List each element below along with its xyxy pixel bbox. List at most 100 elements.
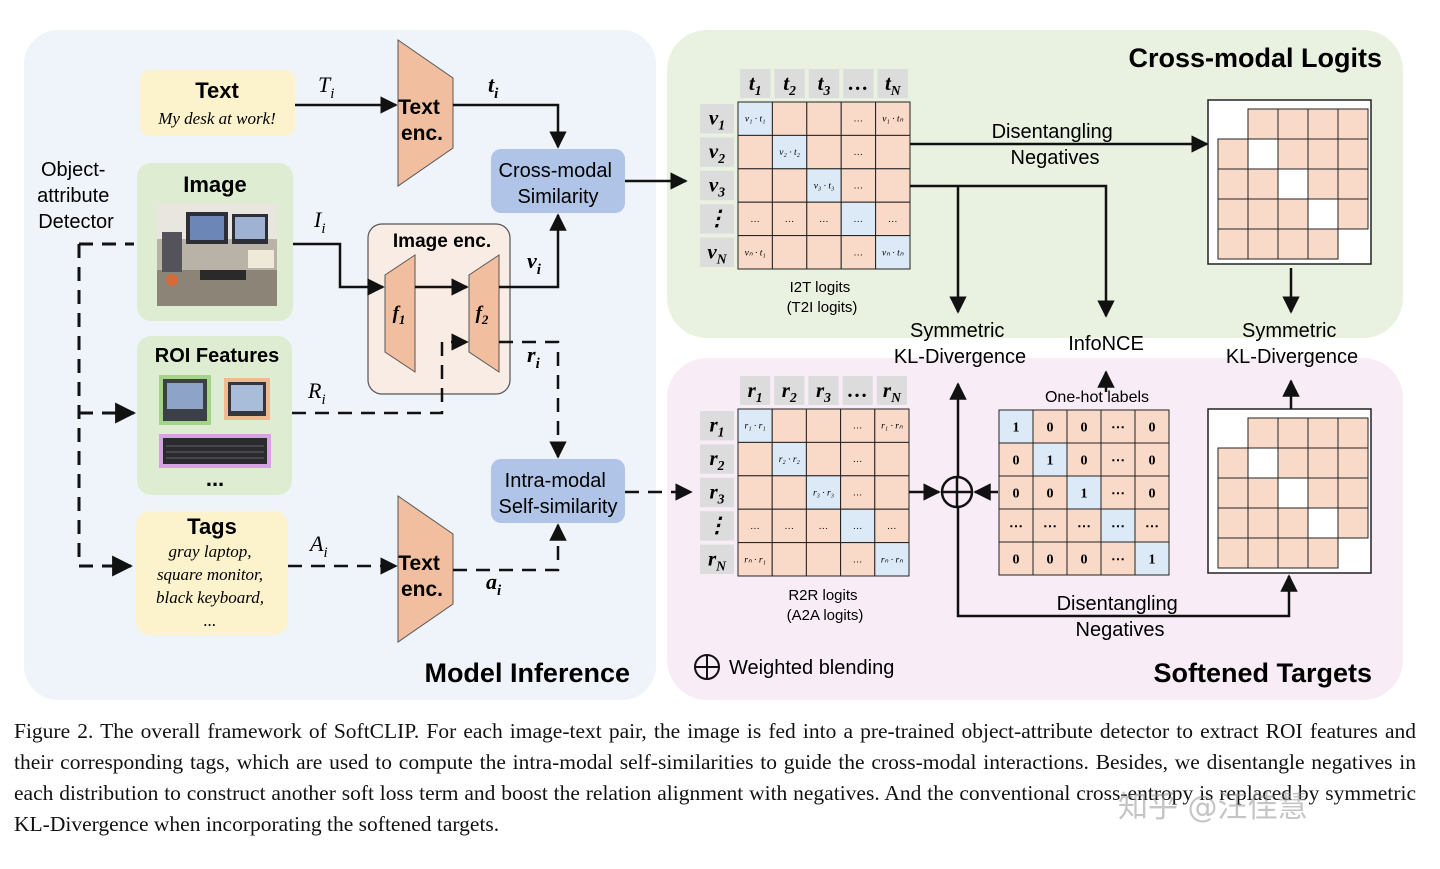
- r2r-row-header: rN: [708, 546, 727, 573]
- r2r-cell: [874, 508, 910, 544]
- i2t-caption: I2T logits (T2I logits): [787, 279, 858, 316]
- figure-caption: Figure 2. The overall framework of SoftC…: [14, 719, 1416, 836]
- disentangled-grid-cell: [1217, 228, 1249, 260]
- r2r-row-header: ⋮: [707, 513, 728, 537]
- roi-crop-keyboard: [159, 434, 271, 468]
- r2r-cell: [771, 408, 807, 443]
- intra-modal-self-similarity-box: [491, 459, 625, 523]
- onehot-cell-value: ⋯: [1145, 520, 1159, 535]
- r2r-col-header: r3: [816, 378, 831, 405]
- onehot-cell-value: 0: [1013, 454, 1020, 469]
- i2t-cell-value: v₂ · t₂: [779, 148, 800, 158]
- tags-box: [136, 511, 288, 635]
- onehot-cell-value: 0: [1013, 487, 1020, 502]
- r2r-cell: [874, 542, 910, 577]
- disentangled-grid-cell: [1337, 198, 1369, 230]
- r2r-cell: [874, 441, 910, 477]
- r2r-col-header-bg: [842, 376, 873, 405]
- i2t-col-header: t3: [818, 71, 831, 98]
- disentangled-grid-cell: [1247, 168, 1279, 200]
- r2r-row-header: r2: [709, 446, 724, 473]
- roi-features-title: ROI Features: [155, 345, 279, 367]
- r2r-cell: [840, 475, 876, 510]
- i2t-cell-value: v₁ · tₙ: [882, 115, 903, 125]
- onehot-cell: [998, 508, 1034, 543]
- disentangled-grid-cell: [1277, 477, 1309, 509]
- i2t-col-header-bg: [877, 69, 908, 98]
- onehot-cell-value: 1: [1013, 421, 1020, 436]
- image-input-title: Image: [183, 172, 247, 197]
- onehot-cell: [1066, 475, 1102, 510]
- r2r-cell: [771, 475, 807, 510]
- disentangling-negatives-top: Disentangling Negatives: [992, 121, 1119, 169]
- onehot-cell-value: 0: [1047, 421, 1054, 436]
- i2t-cell-value: …: [854, 115, 862, 125]
- i2t-cell-value: …: [854, 215, 862, 225]
- i2t-cell: [840, 235, 877, 270]
- right-flow-arrows: [909, 135, 1300, 618]
- disentangled-grid-cell: [1247, 537, 1279, 569]
- i2t-cell: [771, 168, 808, 203]
- disentangled-grid-cell: [1277, 108, 1309, 140]
- i2t-row-header: v1: [709, 106, 725, 133]
- i2t-cell-value: v₁ · t₁: [745, 115, 766, 125]
- r2r-row-header-bg: [700, 544, 734, 574]
- r2r-cell: [737, 441, 773, 477]
- disentangled-grid-cell: [1337, 108, 1369, 140]
- text-input-box: [140, 70, 295, 136]
- i2t-cell: [737, 235, 773, 270]
- onehot-cell-value: ⋯: [1043, 520, 1057, 535]
- i2t-cell: [875, 235, 911, 270]
- a-i-label: ai: [486, 569, 502, 599]
- model-inference-title: Model Inference: [424, 658, 630, 688]
- i2t-cell: [875, 101, 911, 136]
- r2r-cell-value: …: [751, 522, 759, 532]
- disentangled-grid-cell: [1277, 198, 1309, 230]
- oplus-legend-icon: [694, 654, 720, 680]
- r2r-col-header: …: [847, 378, 868, 402]
- onehot-cell: [1134, 508, 1170, 543]
- i2t-cell: [875, 168, 911, 203]
- f2-block: [468, 254, 500, 373]
- i2t-cell: [771, 101, 808, 136]
- onehot-cell: [1134, 442, 1170, 477]
- tags-title: Tags: [187, 514, 237, 539]
- onehot-cell-value: ⋯: [1009, 520, 1023, 535]
- r2r-cell-value: r₃ · r₃: [813, 489, 834, 499]
- r2r-cell-value: …: [853, 455, 861, 465]
- r2r-cell-value: r₁ · rₙ: [881, 422, 903, 432]
- softened-targets-title: Softened Targets: [1153, 658, 1372, 688]
- disentangled-grid-cell: [1217, 447, 1249, 479]
- t-i-label: ti: [488, 72, 499, 102]
- i2t-cell-value: vₙ · t₁: [745, 248, 766, 258]
- roi-ellipsis: ...: [206, 466, 224, 491]
- onehot-cell-value: 0: [1149, 454, 1156, 469]
- onehot-cell-value: ⋯: [1111, 421, 1125, 436]
- r2r-cell: [805, 542, 842, 577]
- onehot-cell: [1066, 409, 1102, 444]
- i2t-cell-value: …: [889, 215, 897, 225]
- i2t-row-header-bg: [700, 137, 734, 167]
- disentangled-grid-cell: [1217, 138, 1249, 170]
- disentangled-grid-cell: [1337, 417, 1369, 449]
- disentangled-targets-grid: [1207, 408, 1372, 574]
- office-desk-photo: [157, 203, 277, 306]
- infonce-label: InfoNCE: [1068, 333, 1144, 355]
- r2r-cell: [805, 408, 842, 443]
- intra-modal-self-similarity-label: Intra-modal Self-similarity: [499, 470, 618, 518]
- onehot-cell-value: 0: [1081, 553, 1088, 568]
- r2r-col-header: r2: [782, 378, 797, 405]
- r2r-cell: [771, 508, 807, 544]
- r2r-cell-value: …: [853, 422, 861, 432]
- disentangled-grid-cell: [1337, 447, 1369, 479]
- onehot-cell: [1134, 475, 1170, 510]
- r2r-cell-value: …: [853, 555, 861, 565]
- disentangled-grid-cell: [1217, 507, 1249, 539]
- r2r-cell: [771, 542, 807, 577]
- onehot-cell-value: 1: [1149, 553, 1156, 568]
- disentangled-grid-cell: [1247, 417, 1279, 449]
- i2t-cell: [806, 134, 842, 170]
- onehot-cell-value: 0: [1047, 487, 1054, 502]
